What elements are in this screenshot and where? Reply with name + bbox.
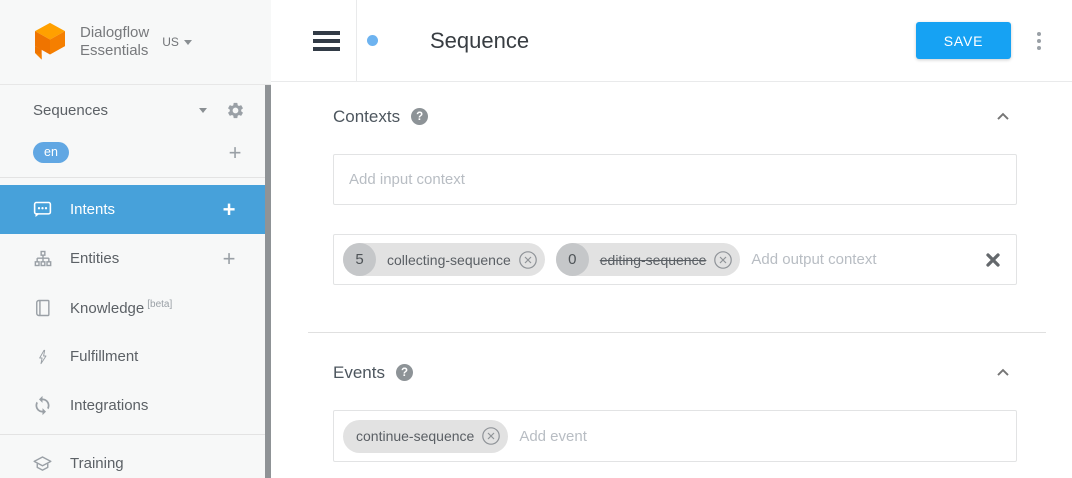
region-label: US xyxy=(162,35,179,49)
dialogflow-logo-icon xyxy=(35,22,65,60)
help-icon[interactable]: ? xyxy=(395,364,413,381)
sidebar-item-label: Fulfillment xyxy=(70,348,139,365)
events-field: continue-sequence xyxy=(333,410,1017,462)
agent-dropdown-icon[interactable] xyxy=(199,108,207,113)
chip-label: continue-sequence xyxy=(356,428,475,444)
chevron-down-icon xyxy=(183,39,192,45)
more-options-icon[interactable] xyxy=(1037,31,1041,50)
contexts-heading: Contexts xyxy=(333,106,401,126)
main-header: Sequence SAVE xyxy=(271,0,1072,82)
language-badge[interactable]: en xyxy=(33,142,69,163)
lifespan-badge: 0 xyxy=(555,243,589,276)
sidebar-divider xyxy=(0,434,271,435)
sidebar-item-label: Intents xyxy=(70,201,116,218)
add-event-input[interactable] xyxy=(519,427,1001,445)
book-icon xyxy=(32,297,53,318)
title-zone: Sequence xyxy=(357,28,916,54)
output-context-field: 5 collecting-sequence 0 editing-sequence xyxy=(333,234,1017,285)
contexts-section-header: Contexts ? xyxy=(333,101,1017,132)
main-panel: Sequence SAVE Contexts ? 5 collecting-se xyxy=(271,0,1072,478)
sidebar-header: Dialogflow Essentials US xyxy=(0,0,271,85)
sitemap-icon xyxy=(32,248,53,269)
sidebar-item-label: Knowledge[beta] xyxy=(70,298,173,317)
input-context-field xyxy=(333,154,1017,205)
clear-contexts-icon[interactable] xyxy=(985,252,1001,268)
events-section-header: Events ? xyxy=(333,357,1017,388)
agent-selector-row: Sequences xyxy=(0,87,271,134)
collapse-contexts-icon[interactable] xyxy=(993,107,1013,127)
intent-form: Contexts ? 5 collecting-sequence xyxy=(271,82,1072,462)
add-intent-icon[interactable]: + xyxy=(222,196,236,222)
sidebar: Dialogflow Essentials US Sequences en + xyxy=(0,0,271,478)
sidebar-divider xyxy=(0,177,271,178)
sidebar-item-knowledge[interactable]: Knowledge[beta] xyxy=(0,283,265,332)
sidebar-scrollbar[interactable] xyxy=(265,85,271,478)
sidebar-item-entities[interactable]: Entities + xyxy=(0,234,265,283)
gear-icon[interactable] xyxy=(226,101,245,120)
output-context-input[interactable] xyxy=(751,251,962,268)
chip-label: collecting-sequence xyxy=(387,251,511,268)
logo-line2: Essentials xyxy=(80,42,149,59)
sidebar-item-label: Training xyxy=(70,455,124,472)
section-divider xyxy=(308,332,1046,333)
sidebar-item-fulfillment[interactable]: Fulfillment xyxy=(0,332,265,381)
page-title: Sequence xyxy=(430,27,530,53)
region-selector[interactable]: US xyxy=(162,35,192,49)
chip-label: editing-sequence xyxy=(599,251,707,268)
remove-chip-icon[interactable] xyxy=(713,250,733,270)
sidebar-item-training[interactable]: Training xyxy=(0,439,265,478)
lifespan-badge: 5 xyxy=(343,243,376,276)
language-row: en + xyxy=(0,134,271,171)
save-button[interactable]: SAVE xyxy=(916,22,1011,59)
output-context-chip: 0 editing-sequence xyxy=(555,243,741,276)
sidebar-nav: Intents + Entities + Knowledge[beta] xyxy=(0,185,271,478)
graduation-cap-icon xyxy=(32,453,53,474)
output-context-chip: 5 collecting-sequence xyxy=(343,243,545,276)
help-icon[interactable]: ? xyxy=(411,108,429,125)
menu-zone xyxy=(271,0,357,81)
sidebar-item-intents[interactable]: Intents + xyxy=(0,185,265,234)
sync-arrows-icon xyxy=(32,395,53,416)
collapse-events-icon[interactable] xyxy=(993,363,1013,383)
events-heading: Events xyxy=(333,362,385,382)
remove-chip-icon[interactable] xyxy=(481,426,501,446)
event-chip: continue-sequence xyxy=(343,419,509,453)
add-entity-icon[interactable]: + xyxy=(222,245,236,271)
sidebar-item-integrations[interactable]: Integrations xyxy=(0,381,265,430)
lightning-bolt-icon xyxy=(32,346,53,367)
chat-bubble-icon xyxy=(32,199,53,220)
intent-status-dot xyxy=(367,35,378,46)
agent-name[interactable]: Sequences xyxy=(33,102,109,119)
beta-badge: [beta] xyxy=(147,298,173,310)
logo-wordmark: Dialogflow Essentials xyxy=(80,24,149,60)
remove-chip-icon[interactable] xyxy=(518,250,538,270)
add-language-icon[interactable]: + xyxy=(228,139,242,165)
logo-line1: Dialogflow xyxy=(80,24,150,41)
input-context-input[interactable] xyxy=(349,171,1001,188)
hamburger-menu-icon[interactable] xyxy=(313,30,340,51)
sidebar-item-label: Integrations xyxy=(70,397,149,414)
sidebar-item-label: Entities xyxy=(70,250,120,267)
